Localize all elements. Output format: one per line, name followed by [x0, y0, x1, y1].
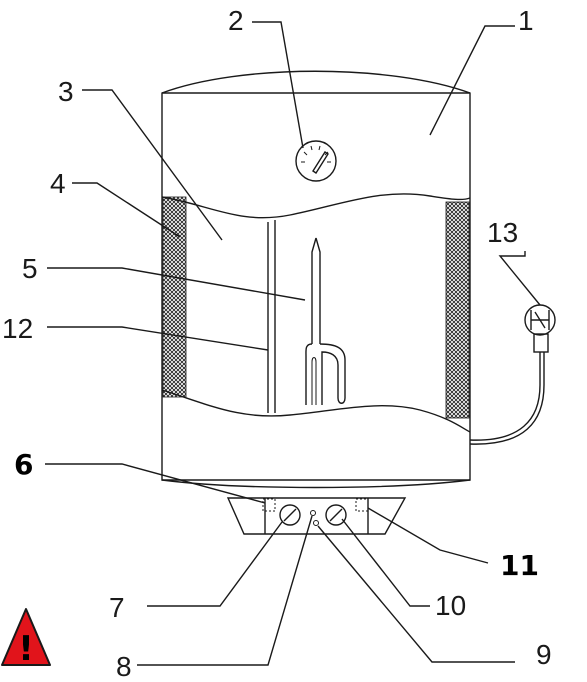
- cutaway-bottom-wave: [161, 389, 471, 433]
- warning-symbol: !: [18, 629, 34, 669]
- label-5: 5: [22, 253, 38, 284]
- insulation-left: [162, 196, 187, 398]
- indicator-lamp-power: [313, 520, 319, 526]
- label-13: 13: [487, 217, 518, 248]
- control-panel: [226, 497, 407, 535]
- label-10: 10: [435, 590, 466, 621]
- power-cord: [469, 304, 556, 445]
- temperature-knob: [279, 504, 301, 526]
- label-4: 4: [50, 168, 66, 199]
- indicator-lamp-heating: [310, 510, 316, 516]
- heating-element: [305, 237, 346, 405]
- leader-lines: [45, 21, 541, 666]
- thermometer-dial: [295, 140, 337, 182]
- inlet-pipe: [267, 220, 276, 413]
- cutaway-top-wave: [161, 193, 471, 219]
- label-6: 6: [14, 448, 33, 481]
- label-2: 2: [228, 5, 244, 36]
- label-8: 8: [116, 651, 132, 682]
- label-9: 9: [536, 639, 552, 670]
- label-7: 7: [109, 592, 125, 623]
- label-1: 1: [518, 5, 534, 36]
- mode-knob: [325, 504, 347, 526]
- insulation-right: [445, 201, 470, 419]
- label-11: 11: [500, 549, 539, 582]
- label-12: 12: [2, 313, 33, 344]
- warning-triangle-icon: !: [1, 608, 51, 669]
- label-3: 3: [58, 76, 74, 107]
- tank-body: [161, 70, 471, 489]
